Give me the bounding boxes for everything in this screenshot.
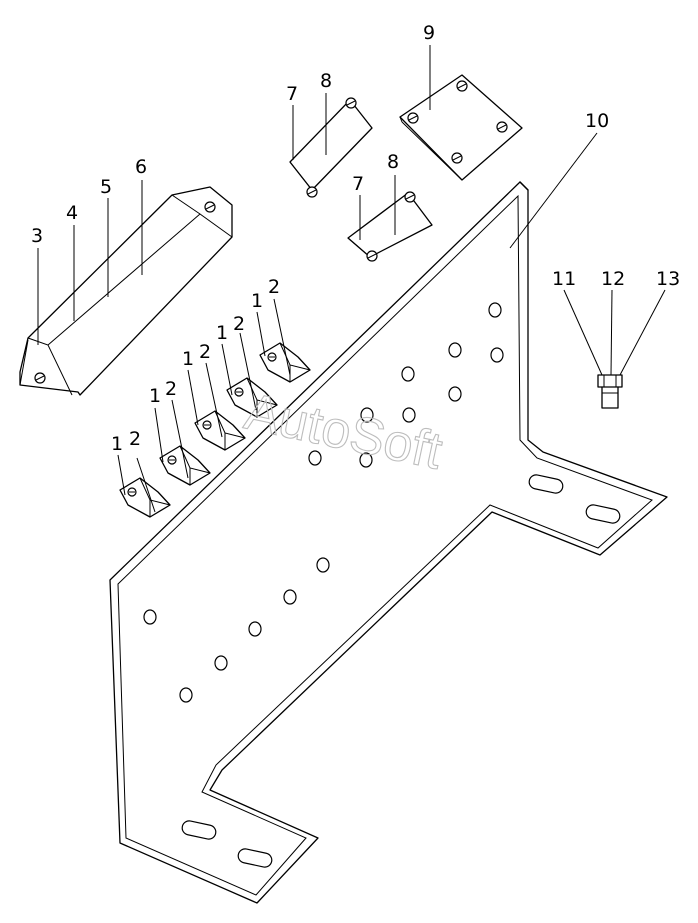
callout-2: 2 <box>129 428 141 450</box>
callout-1: 1 <box>182 348 194 370</box>
callout-1: 1 <box>111 433 123 455</box>
fuse-holder <box>259 342 311 383</box>
callout-8: 8 <box>387 151 399 173</box>
bracket-holes <box>143 302 504 703</box>
fuse-box-cover <box>19 186 233 396</box>
bracket-slots <box>181 474 621 868</box>
fuse-holder <box>119 477 171 518</box>
callout-2: 2 <box>199 341 211 363</box>
callout-labels: 1 2 1 2 1 2 1 2 1 2 3 4 5 6 7 8 7 8 9 10… <box>31 22 680 455</box>
callout-4: 4 <box>66 202 78 224</box>
callout-8: 8 <box>320 70 332 92</box>
bracket-plate <box>109 181 668 904</box>
callout-1: 1 <box>216 322 228 344</box>
cover-plate-upper <box>289 97 373 198</box>
callout-6: 6 <box>135 156 147 178</box>
callout-7: 7 <box>352 173 364 195</box>
callout-5: 5 <box>100 176 112 198</box>
fuse-holder <box>194 410 246 451</box>
callout-2: 2 <box>165 378 177 400</box>
callout-1: 1 <box>251 290 263 312</box>
watermark: AutoSoft <box>240 383 448 481</box>
callout-1: 1 <box>149 385 161 407</box>
fuse-holders <box>119 342 311 518</box>
bolt-assembly <box>597 374 623 409</box>
leader-lines <box>37 45 666 513</box>
callout-10: 10 <box>585 110 609 132</box>
callout-3: 3 <box>31 225 43 247</box>
callout-9: 9 <box>423 22 435 44</box>
mounting-plate <box>399 74 523 181</box>
cover-plate-lower <box>347 191 433 262</box>
callout-2: 2 <box>233 313 245 335</box>
callout-11: 11 <box>552 268 576 290</box>
callout-13: 13 <box>656 268 680 290</box>
fuse-holder <box>226 377 278 418</box>
callout-7: 7 <box>286 83 298 105</box>
callout-2: 2 <box>268 276 280 298</box>
callout-12: 12 <box>601 268 625 290</box>
